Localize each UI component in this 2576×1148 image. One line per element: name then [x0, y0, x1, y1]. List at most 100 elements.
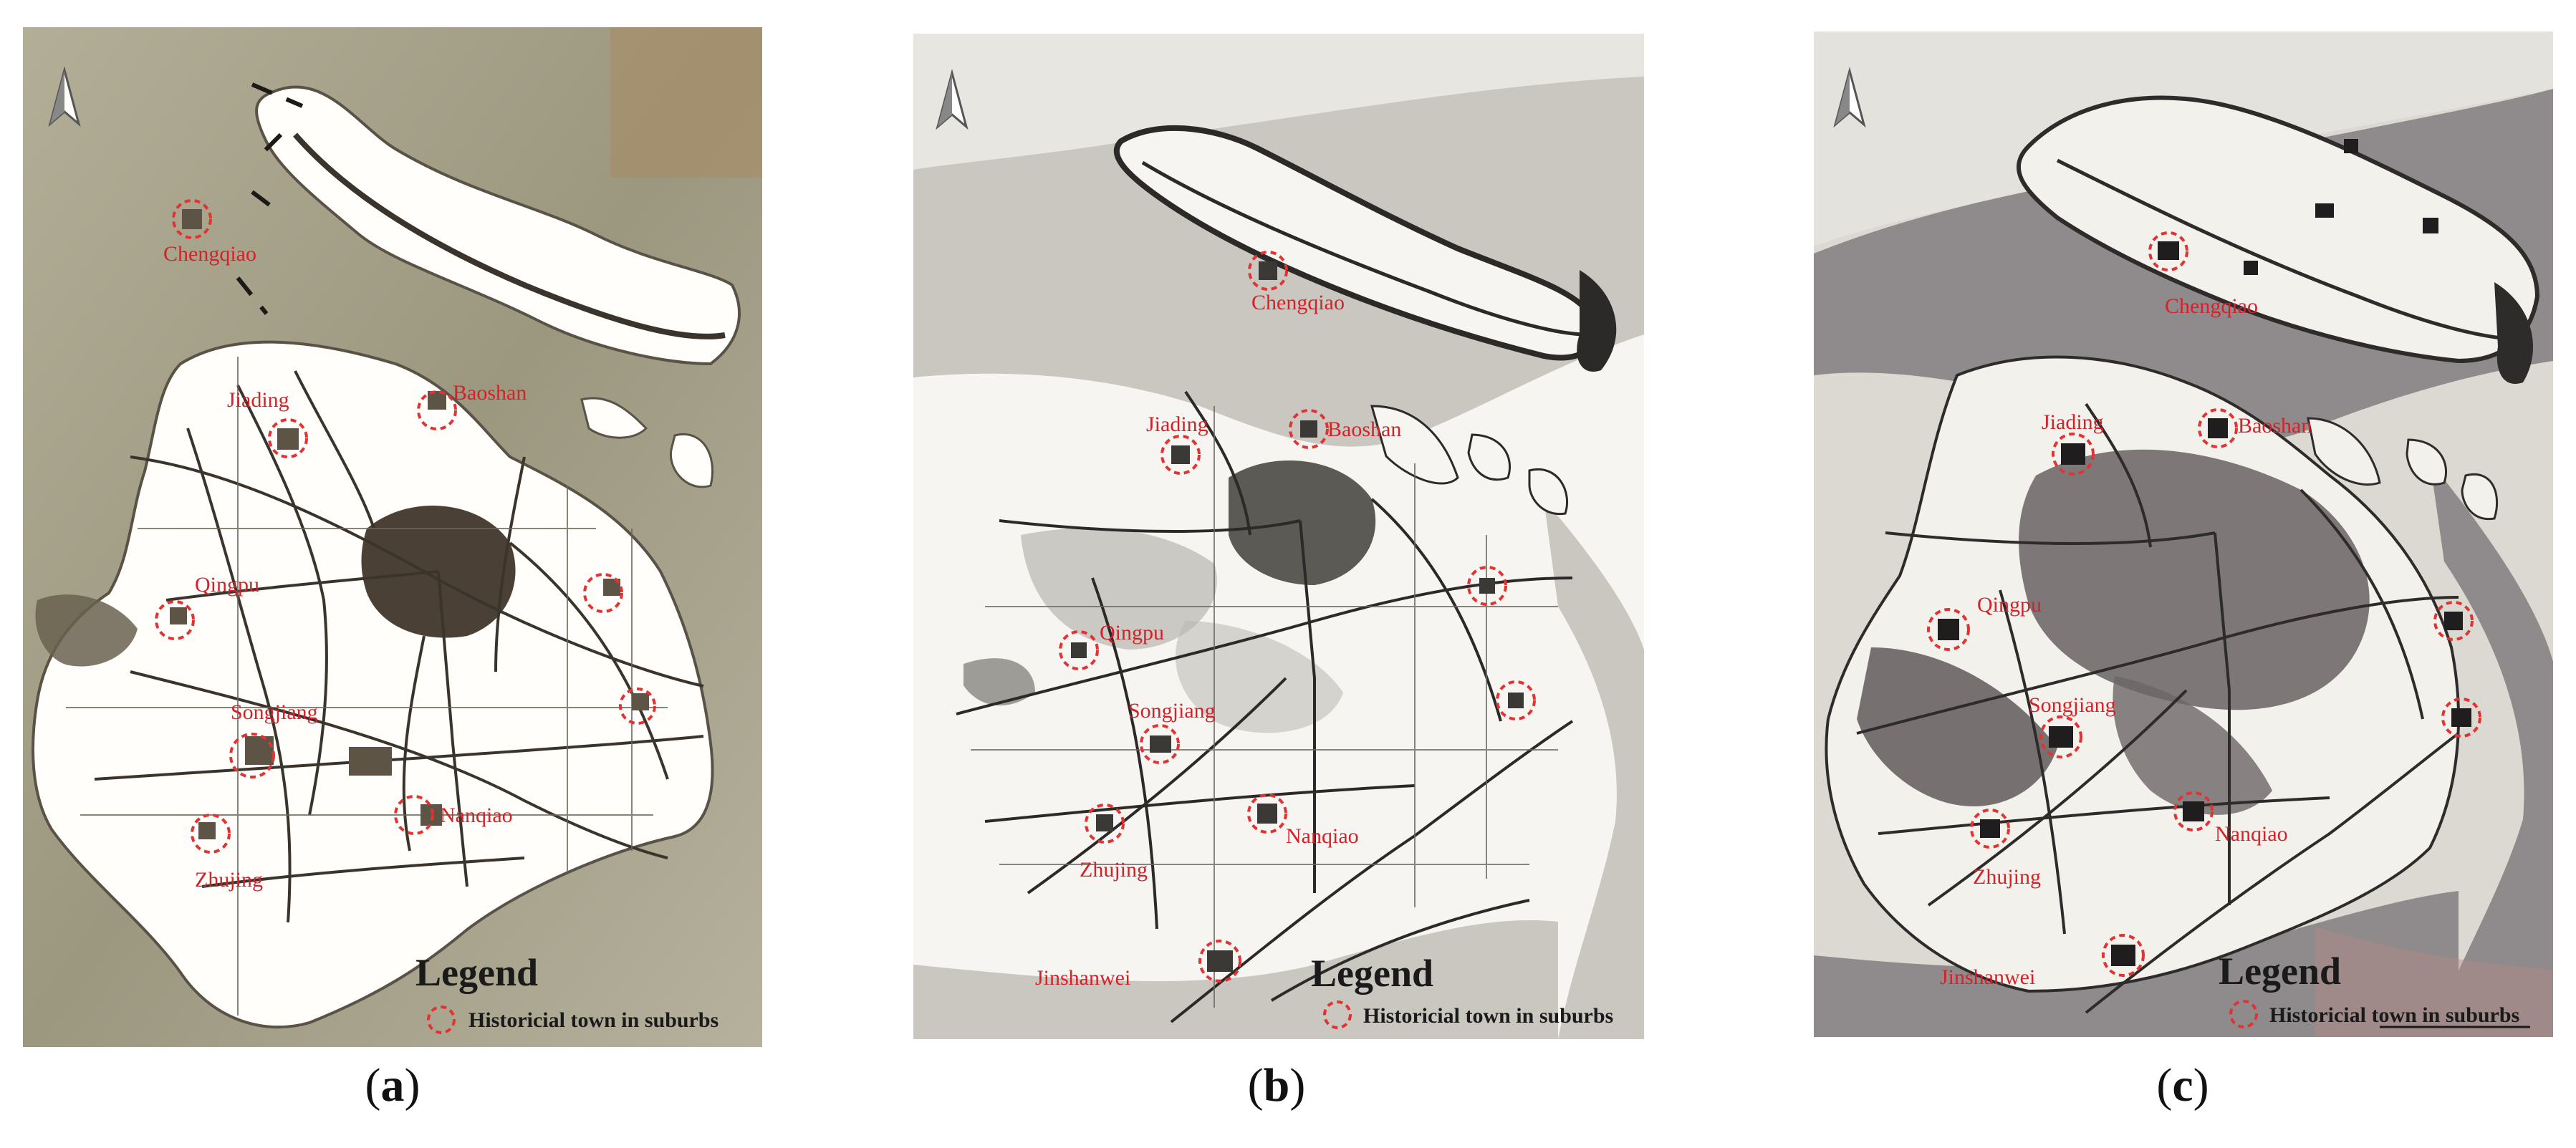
east-sea: [2430, 461, 2553, 1037]
town-label-baoshan: Baoshan: [1327, 418, 1401, 441]
town-label-baoshan: Baoshan: [2238, 414, 2312, 438]
town-marker-qingpu: [1927, 608, 1970, 651]
town-label-qingpu: Qingpu: [1977, 593, 2042, 617]
town-marker-east-2: [2441, 698, 2481, 738]
red-tint: [2315, 927, 2553, 1037]
road-network: [94, 370, 704, 923]
town-marker-chengqiao: [1248, 251, 1288, 291]
town-markers: [155, 199, 656, 854]
north-shore: [913, 34, 1644, 170]
map-panel-b: Chengqiao Jiading Baoshan Qingpu Songjia…: [913, 34, 1644, 1039]
town-label-jinshanwei: Jinshanwei: [1035, 966, 1130, 990]
map-panel-a: Chengqiao Jiading Baoshan Qingpu Songjia…: [23, 27, 762, 1047]
caption-letter-a: a: [380, 1059, 405, 1111]
town-blocks: [1938, 139, 2471, 966]
town-label-songjiang: Songjiang: [231, 700, 318, 724]
small-island: [580, 397, 648, 439]
town-marker-east-1: [1467, 566, 1507, 606]
town-label-zhujing: Zhujing: [195, 868, 263, 892]
small-island: [1370, 405, 1459, 485]
north-arrow-icon: [936, 69, 969, 130]
town-marker-songjiang: [229, 733, 275, 778]
minor-roads: [66, 357, 668, 1016]
town-labels: Chengqiao Jiading Baoshan Qingpu Songjia…: [163, 242, 527, 892]
legend-ring-icon: [2229, 1000, 2258, 1028]
caption-a: (a): [365, 1059, 420, 1111]
legend-ring-icon: [1323, 1000, 1352, 1029]
urban-core: [2019, 449, 2370, 710]
map-b-svg: Chengqiao Jiading Baoshan Qingpu Songjia…: [913, 34, 1644, 1039]
north-arrow-icon: [48, 66, 81, 127]
town-label-jiading: Jiading: [2042, 410, 2104, 434]
town-markers: [1927, 231, 2481, 977]
caption-letter-c: c: [2172, 1059, 2193, 1111]
town-marker-jinshanwei: [2102, 934, 2145, 977]
town-marker-jiading: [1160, 435, 1201, 475]
map-c-svg: Chengqiao Jiading Baoshan Qingpu Songjia…: [1814, 32, 2553, 1037]
east-sea: [1544, 499, 1644, 1039]
caption-c: (c): [2156, 1059, 2209, 1111]
town-marker-jiading: [268, 418, 308, 458]
small-island: [1467, 433, 1512, 481]
grey-patch: [1175, 621, 1343, 733]
town-marker-east-1: [583, 573, 623, 613]
town-label-songjiang: Songjiang: [2029, 693, 2116, 717]
town-labels: Chengqiao Jiading Baoshan Qingpu Songjia…: [1940, 294, 2312, 989]
town-label-baoshan: Baoshan: [453, 381, 527, 405]
lake: [963, 658, 1035, 706]
western-urban: [1857, 647, 2057, 806]
caption-b: (b): [1247, 1059, 1306, 1111]
town-labels: Chengqiao Jiading Baoshan Qingpu Songjia…: [1035, 291, 1401, 990]
island-road: [1141, 160, 1587, 337]
shipping-route: [236, 82, 496, 531]
town-marker-baoshan: [1289, 409, 1329, 449]
town-blocks: [1071, 261, 1524, 972]
western-lake: [35, 594, 138, 667]
island-road: [2056, 158, 2524, 342]
small-island: [2406, 438, 2448, 486]
town-marker-chengqiao: [2148, 231, 2188, 271]
legend-title: Legend: [415, 951, 538, 994]
town-marker-east-1: [2433, 601, 2474, 641]
hangzhou-bay: [913, 920, 1558, 1039]
urban-core: [1229, 460, 1376, 585]
road-network: [1856, 402, 2460, 1014]
town-marker-baoshan: [417, 390, 457, 430]
town-marker-nanqiao: [1247, 794, 1287, 834]
town-label-chengqiao: Chengqiao: [163, 242, 256, 266]
town-marker-east-2: [1496, 680, 1536, 720]
town-label-songjiang: Songjiang: [1128, 699, 1216, 723]
grey-patch: [1021, 528, 1217, 650]
legend-item-label: Historicial town in suburbs: [468, 1008, 719, 1032]
legend: Legend Historicial town in suburbs: [1311, 952, 1613, 1029]
town-label-jiading: Jiading: [227, 388, 289, 412]
island-east-tip: [1577, 270, 1617, 372]
town-marker-songjiang: [1140, 724, 1180, 764]
town-label-chengqiao: Chengqiao: [1251, 291, 1345, 314]
town-marker-jiading: [2052, 433, 2095, 476]
chongming-island: [255, 85, 741, 366]
town-marker-zhujing: [1970, 809, 2010, 849]
town-label-jinshanwei: Jinshanwei: [1940, 965, 2035, 989]
legend-title: Legend: [1311, 952, 1433, 995]
small-island: [2461, 473, 2499, 521]
southern-urban: [2113, 676, 2272, 815]
town-marker-nanqiao: [394, 795, 434, 835]
small-island: [1528, 468, 1569, 516]
town-marker-nanqiao: [2173, 791, 2214, 831]
island-road: [292, 132, 726, 339]
town-marker-jinshanwei: [1198, 940, 1241, 983]
stain-area: [610, 27, 762, 178]
legend-ring-icon: [427, 1005, 456, 1034]
map-panel-c: Chengqiao Jiading Baoshan Qingpu Songjia…: [1814, 32, 2553, 1037]
town-label-nanqiao: Nanqiao: [440, 804, 513, 827]
town-label-chengqiao: Chengqiao: [2165, 294, 2258, 318]
town-label-zhujing: Zhujing: [1080, 858, 1148, 882]
town-marker-east-2: [619, 688, 656, 725]
town-marker-baoshan: [2198, 408, 2238, 448]
legend-item-label: Historicial town in suburbs: [2269, 1003, 2519, 1027]
town-blocks: [170, 209, 649, 839]
town-marker-qingpu: [155, 600, 195, 640]
town-marker-qingpu: [1059, 630, 1099, 670]
town-label-qingpu: Qingpu: [1100, 621, 1164, 645]
